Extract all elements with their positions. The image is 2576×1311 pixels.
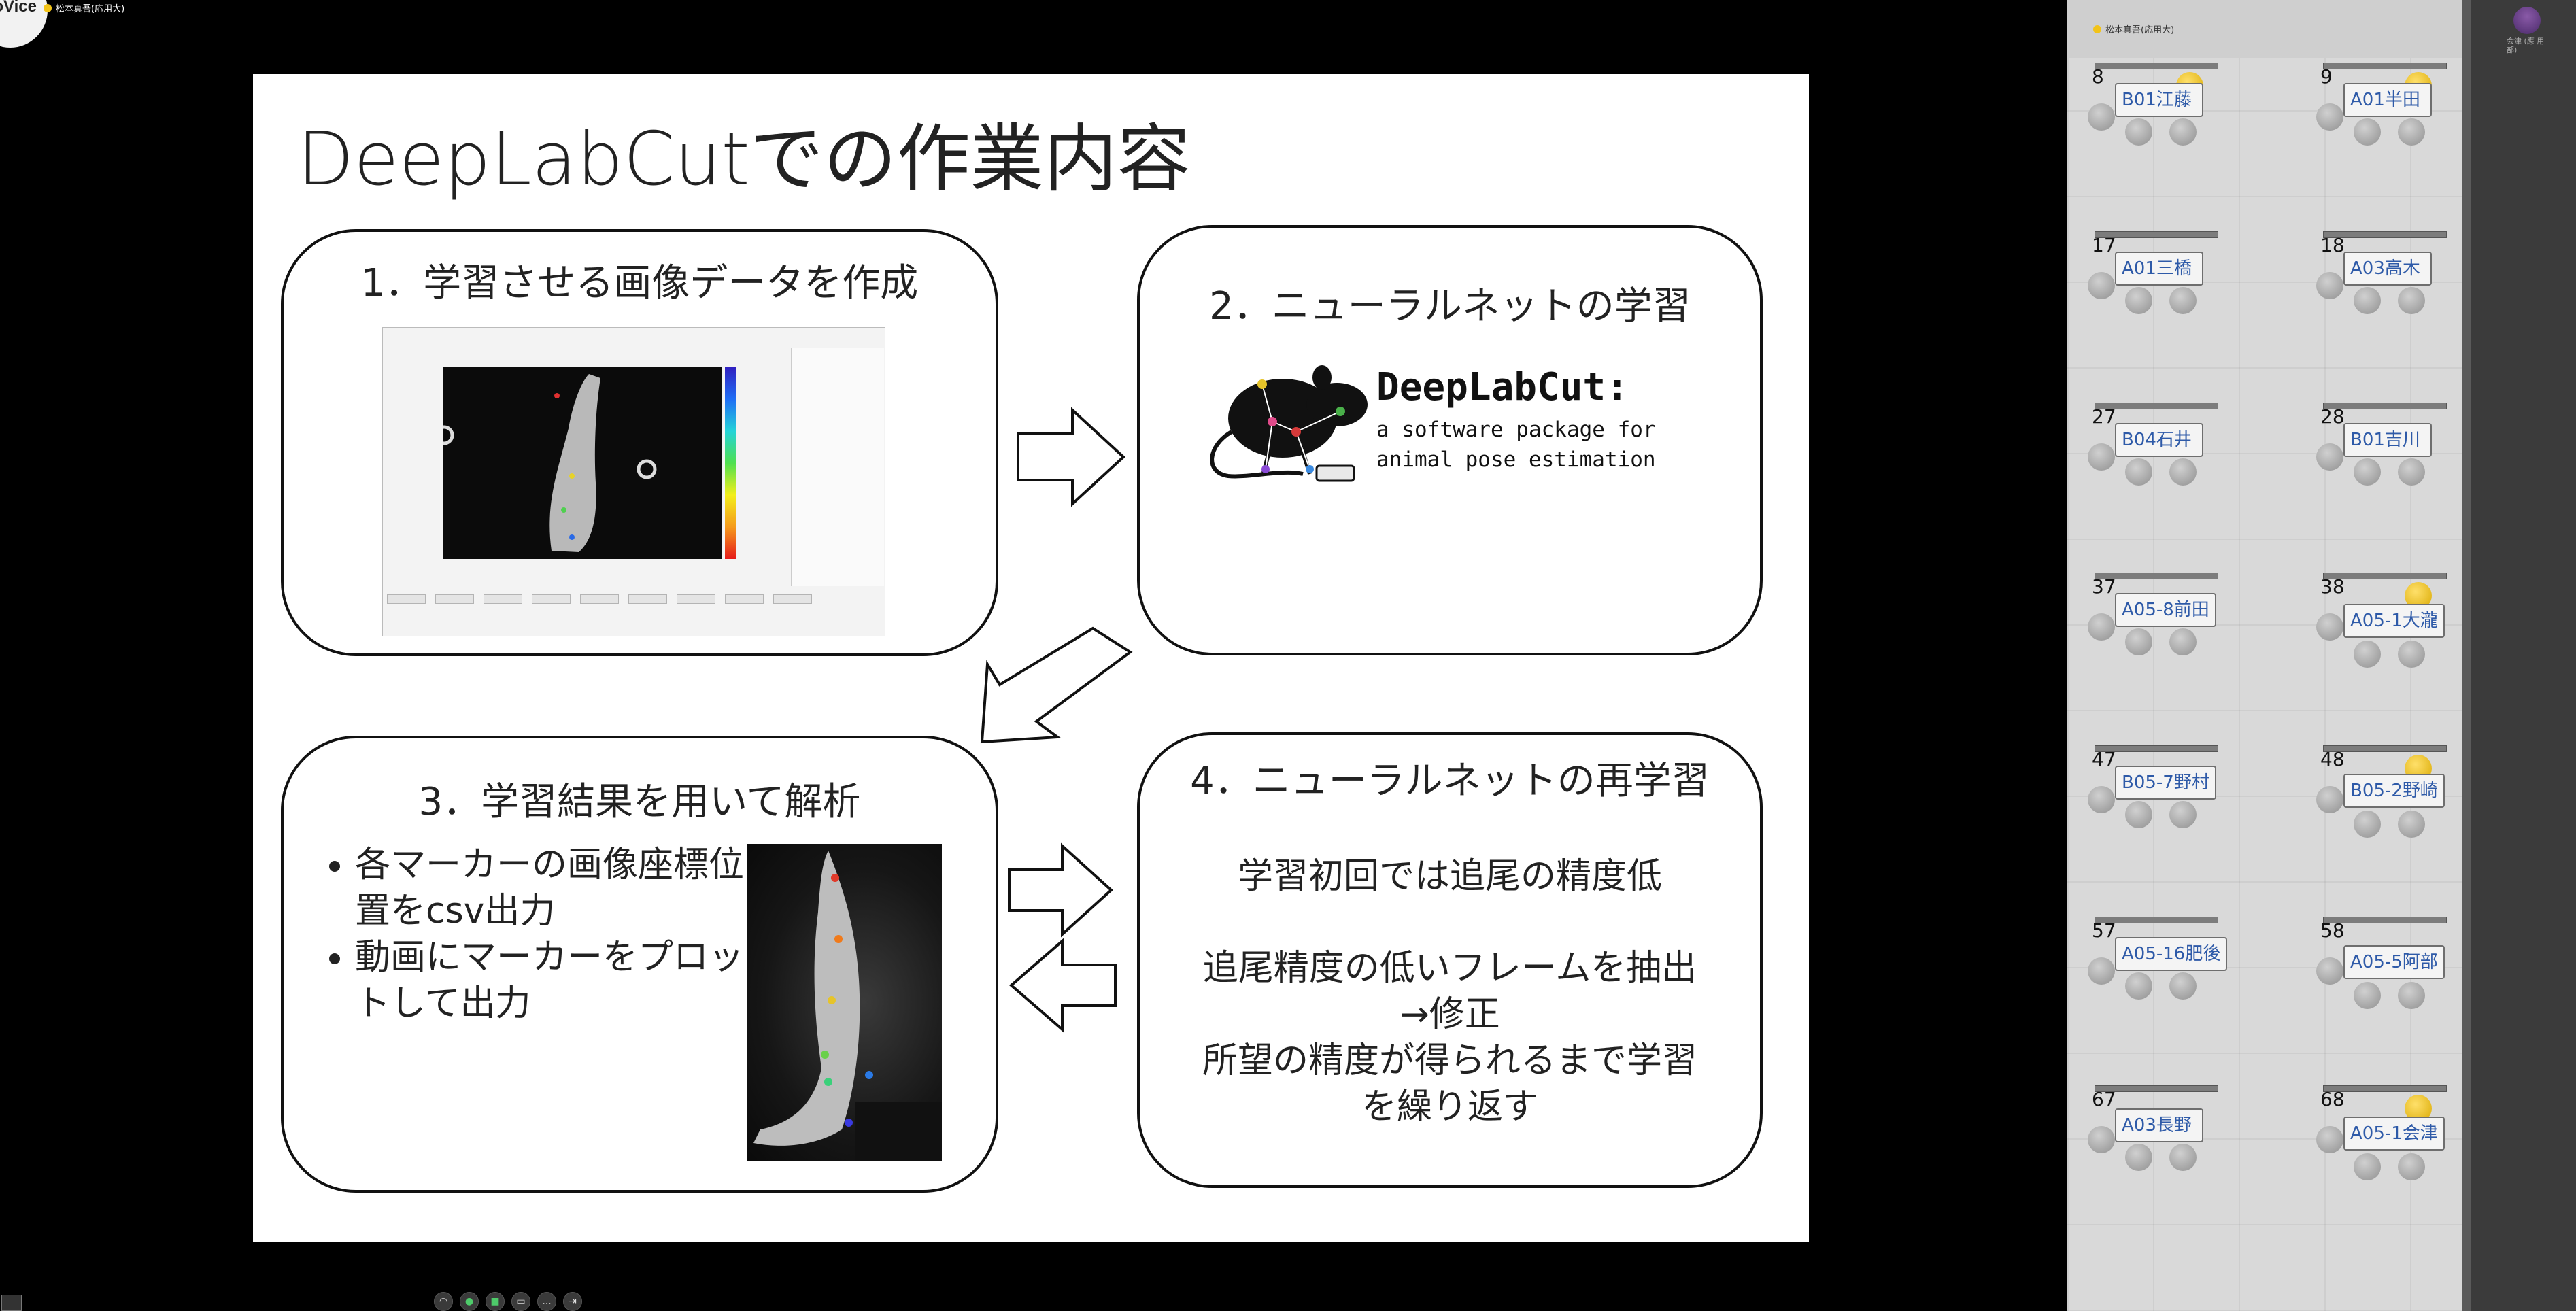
- table-8[interactable]: 8 B01江藤: [2088, 63, 2237, 199]
- tracked-mouse-image: [747, 844, 942, 1161]
- step-4-title: 4．ニューラルネットの再学習: [1190, 759, 1710, 803]
- presenter-name: 松本真吾(応用大): [56, 4, 125, 14]
- table-number: 27: [2092, 405, 2116, 428]
- table-label[interactable]: A05-16肥後: [2115, 937, 2228, 971]
- flow-arrows: [980, 407, 1133, 1033]
- step-4-line-2: 追尾精度の低いフレームを抽出: [1202, 948, 1697, 989]
- avatar[interactable]: [2513, 7, 2541, 34]
- mic-icon[interactable]: ●: [460, 1292, 479, 1311]
- table-label[interactable]: B01江藤: [2115, 83, 2203, 117]
- home-icon[interactable]: [1, 1295, 22, 1311]
- camera-icon[interactable]: ■: [486, 1292, 505, 1311]
- space-floor[interactable]: 8 B01江藤 9 A01半田 17 A01三橋 18 A03高木 27 B04…: [2067, 58, 2462, 1311]
- slide-title: DeepLabCutでの作業内容: [297, 117, 1191, 202]
- table-label[interactable]: B01吉川: [2343, 423, 2432, 457]
- table-57[interactable]: 57 A05-16肥後: [2088, 917, 2237, 1053]
- step-3-title: 3．学習結果を用いて解析: [418, 780, 861, 824]
- labeled-rat-image: [434, 374, 657, 552]
- table-label[interactable]: A03長野: [2115, 1108, 2203, 1142]
- bottom-toolbar: ◠ ● ■ ▭ ... ⇥: [434, 1292, 582, 1311]
- table-label[interactable]: B05-7野村: [2115, 766, 2216, 800]
- tracked-mouse-photo: [753, 851, 942, 1161]
- gui-side-panel: [791, 348, 884, 586]
- headphone-icon[interactable]: ◠: [434, 1292, 453, 1311]
- table-number: 58: [2320, 919, 2345, 942]
- step-1-title: 1．学習させる画像データを作成: [360, 261, 919, 305]
- presenter-indicator: 松本真吾(応用大): [44, 1, 124, 14]
- table-37[interactable]: 37 A05-8前田: [2088, 573, 2237, 709]
- table-number: 9: [2320, 65, 2333, 88]
- arrow-diagonal: [980, 626, 1133, 744]
- ovice-logo[interactable]: oVice: [0, 0, 48, 48]
- table-48[interactable]: 48 B05-2野崎: [2316, 745, 2466, 881]
- more-button[interactable]: ...: [537, 1292, 556, 1311]
- step-2-box: 2．ニューラルネットの学習 De: [1137, 225, 1763, 656]
- space-map-scrollbar[interactable]: [2462, 0, 2471, 1311]
- table-number: 18: [2320, 234, 2345, 256]
- participant-column: 会津 (應 用部): [2471, 0, 2576, 1311]
- table-number: 17: [2092, 234, 2116, 256]
- table-label[interactable]: A05-8前田: [2115, 593, 2216, 627]
- shared-slide: DeepLabCutでの作業内容 1．学習させる画像データを作成: [253, 74, 1809, 1242]
- table-label[interactable]: A05-5阿部: [2343, 945, 2445, 979]
- step-4-line-3: →修正: [1400, 994, 1500, 1035]
- table-label[interactable]: A01半田: [2343, 83, 2432, 117]
- logo-text: oVice: [0, 0, 37, 16]
- table-27[interactable]: 27 B04石井: [2088, 403, 2237, 539]
- gui-colorbar: [725, 367, 736, 559]
- arrow-right-1: [1017, 407, 1125, 507]
- presenter-status-icon: [44, 3, 52, 12]
- gui-labeled-frame-image: [434, 367, 722, 559]
- arrow-right-2: [1008, 842, 1113, 938]
- bullet-csv-output: 各マーカーの画像座標位置をcsv出力: [355, 842, 763, 934]
- table-label[interactable]: A01三橋: [2115, 252, 2203, 286]
- table-38[interactable]: 38 A05-1大瀧: [2316, 573, 2466, 709]
- table-label[interactable]: B04石井: [2115, 423, 2203, 457]
- table-number: 48: [2320, 748, 2345, 770]
- step-1-box: 1．学習させる画像データを作成: [281, 229, 998, 656]
- table-number: 28: [2320, 405, 2345, 428]
- table-number: 38: [2320, 575, 2345, 598]
- deeplabcut-logo: DeepLabCut: a software package for anima…: [1201, 357, 1704, 493]
- table-label[interactable]: A03高木: [2343, 252, 2432, 286]
- exit-icon[interactable]: ⇥: [563, 1292, 582, 1311]
- table-number: 67: [2092, 1088, 2116, 1110]
- table-67[interactable]: 67 A03長野: [2088, 1085, 2237, 1221]
- step-4-line-1: 学習初回では追尾の精度低: [1237, 856, 1662, 897]
- deeplabcut-name: DeepLabCut:: [1376, 365, 1629, 409]
- avatar-label: 会津 (應 用部): [2507, 37, 2545, 54]
- table-47[interactable]: 47 B05-7野村: [2088, 745, 2237, 881]
- table-number: 8: [2092, 65, 2104, 88]
- space-map-user-name: 松本真吾(応用大): [2105, 25, 2175, 35]
- step-3-bullet-list: 各マーカーの画像座標位置をcsv出力 動画にマーカーをプロットして出力: [314, 842, 763, 1027]
- step-2-title: 2．ニューラルネットの学習: [1209, 284, 1691, 328]
- table-28[interactable]: 28 B01吉川: [2316, 403, 2466, 539]
- step-4-box: 4．ニューラルネットの再学習 学習初回では追尾の精度低 追尾精度の低いフレームを…: [1137, 732, 1763, 1188]
- table-58[interactable]: 58 A05-5阿部: [2316, 917, 2466, 1053]
- table-17[interactable]: 17 A01三橋: [2088, 231, 2237, 367]
- bullet-plot-output: 動画にマーカーをプロットして出力: [355, 934, 763, 1027]
- arrow-left: [1009, 938, 1117, 1033]
- table-number: 68: [2320, 1088, 2345, 1110]
- table-label[interactable]: B05-2野崎: [2343, 774, 2445, 808]
- labeling-gui-screenshot: [382, 327, 885, 636]
- deeplabcut-tagline: a software package for animal pose estim…: [1376, 418, 1656, 472]
- table-label[interactable]: A05-1会津: [2343, 1117, 2445, 1151]
- table-number: 47: [2092, 748, 2116, 770]
- table-68[interactable]: 68 A05-1会津: [2316, 1085, 2466, 1221]
- user-status-icon: [2093, 24, 2101, 33]
- table-18[interactable]: 18 A03高木: [2316, 231, 2466, 367]
- step-3-box: 3．学習結果を用いて解析 各マーカーの画像座標位置をcsv出力 動画にマーカーを…: [281, 736, 998, 1193]
- space-map-header: 松本真吾(応用大): [2067, 0, 2462, 60]
- table-label[interactable]: A05-1大瀧: [2343, 604, 2445, 638]
- screen-share-icon[interactable]: ▭: [511, 1292, 530, 1311]
- table-number: 57: [2092, 919, 2116, 942]
- table-number: 37: [2092, 575, 2116, 598]
- step-4-line-4: 所望の精度が得られるまで学習: [1202, 1040, 1697, 1081]
- space-map-panel[interactable]: 松本真吾(応用大) 8 B01江藤 9 A01半田 17 A01三橋 18 A0…: [2067, 0, 2576, 1311]
- step-4-line-5: を繰り返す: [1361, 1087, 1538, 1127]
- table-9[interactable]: 9 A01半田: [2316, 63, 2466, 199]
- mouse-skeleton-icon: [1210, 365, 1368, 482]
- gui-button-row: [387, 590, 880, 609]
